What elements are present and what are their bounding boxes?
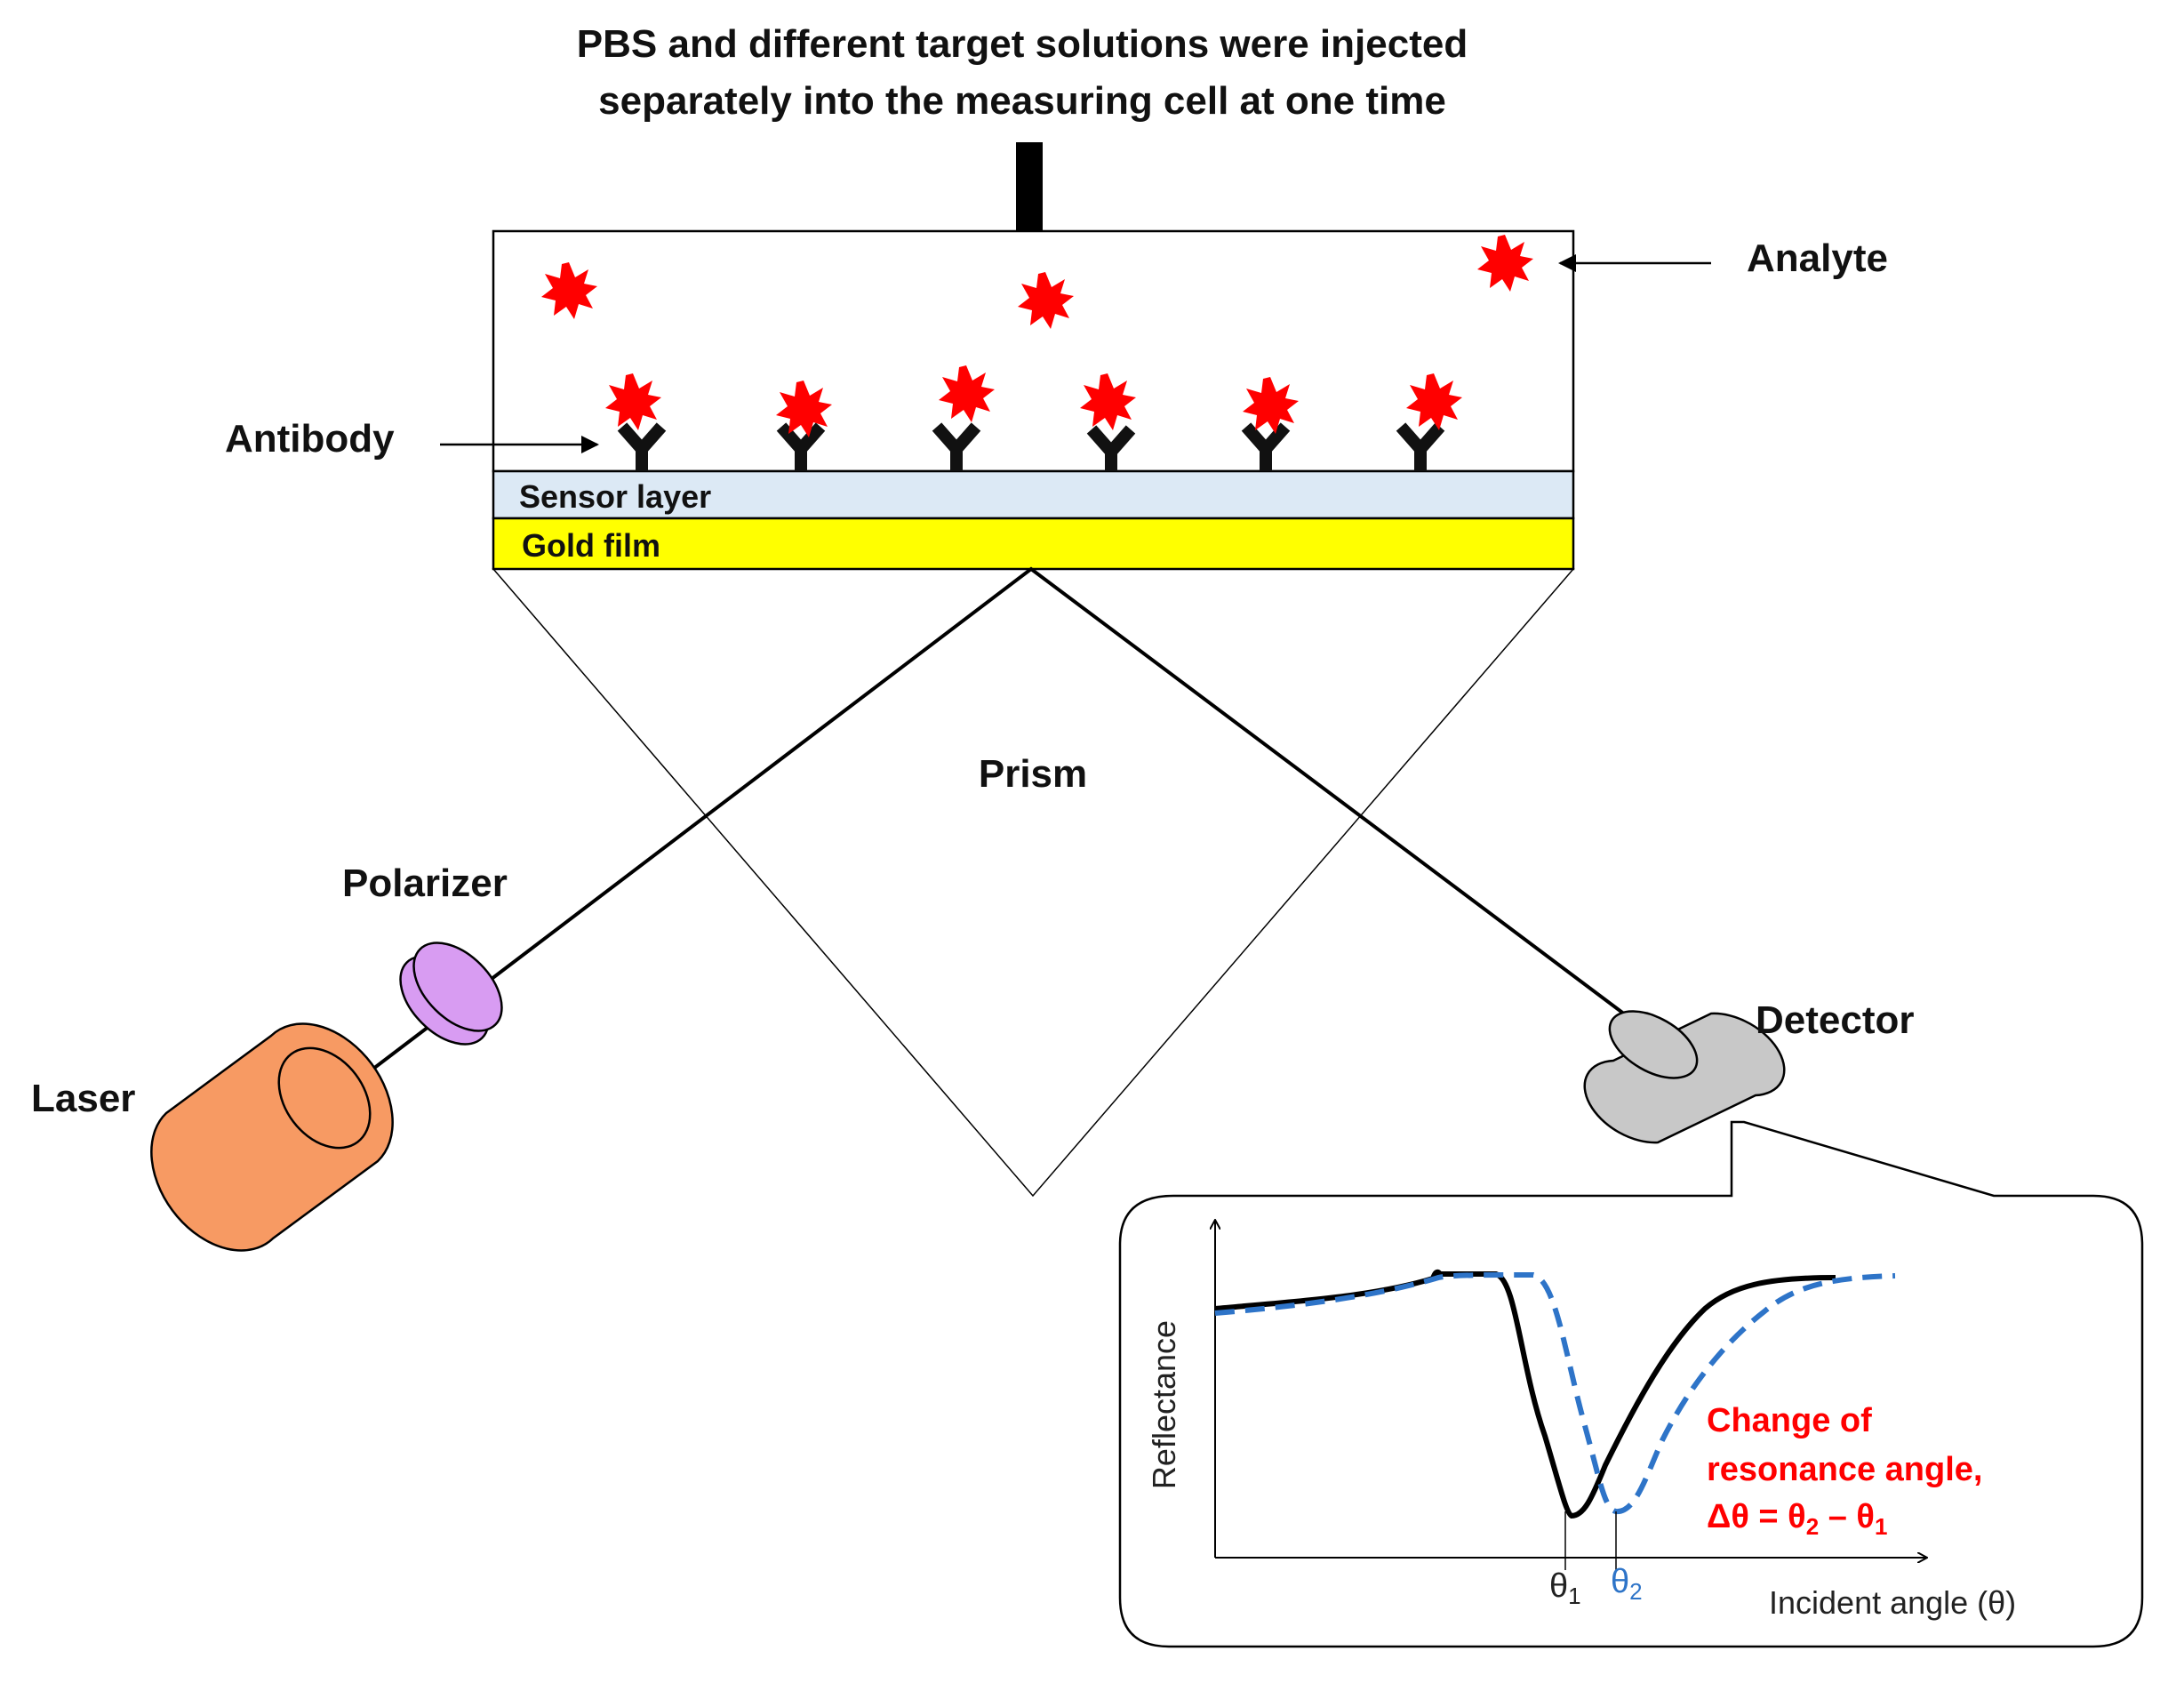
laser xyxy=(150,1022,394,1252)
antibody-3 xyxy=(932,422,981,471)
antibody-4 xyxy=(1086,425,1136,471)
antibody-label: Antibody xyxy=(225,417,395,461)
sensor-layer-label: Sensor layer xyxy=(519,478,711,515)
header-line-1: PBS and different target solutions were … xyxy=(577,22,1468,66)
inset-callout xyxy=(1118,1120,2144,1648)
detector xyxy=(1583,1010,1786,1144)
laser-label: Laser xyxy=(31,1077,135,1120)
header-line-2: separately into the measuring cell at on… xyxy=(598,79,1446,123)
gold-film xyxy=(492,517,1575,571)
gold-film-label: Gold film xyxy=(522,527,660,564)
annotation-line-3: Δθ = θ2 – θ1 xyxy=(1707,1498,1887,1540)
theta2-label: θ2 xyxy=(1611,1563,1643,1605)
detector-label: Detector xyxy=(1756,998,1915,1042)
polarizer-label: Polarizer xyxy=(342,862,508,905)
polarizer xyxy=(399,942,503,1046)
curve-after-binding xyxy=(1214,1271,1896,1514)
inset-y-label: Reflectance xyxy=(1146,1320,1182,1489)
annotation-line-2: resonance angle, xyxy=(1707,1451,1982,1488)
prism-label: Prism xyxy=(979,752,1087,796)
annotation-line-1: Change of xyxy=(1707,1402,1872,1439)
measuring-cell xyxy=(492,229,1575,473)
antibody-1 xyxy=(617,422,667,471)
antibody-6 xyxy=(1396,422,1445,471)
antibody-5 xyxy=(1241,422,1291,471)
light-beam xyxy=(327,566,1673,1104)
analyte-label: Analyte xyxy=(1747,236,1888,280)
antibody-2 xyxy=(776,422,826,471)
prism xyxy=(492,568,1575,1198)
inset-x-label: Incident angle (θ) xyxy=(1769,1584,2016,1621)
theta1-label: θ1 xyxy=(1549,1567,1581,1609)
